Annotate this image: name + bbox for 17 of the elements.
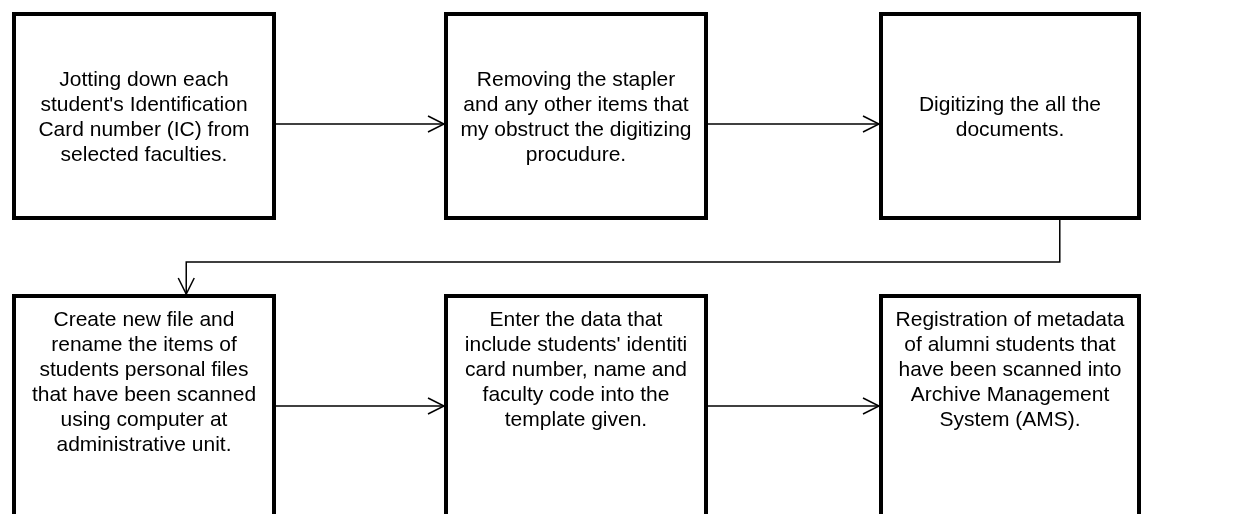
process-box [444,294,708,514]
arrow [177,219,1061,295]
process-box [444,12,708,220]
step-text: Registration of metadata of alumni students that have been scanned into Archive Management System (AMS). [895,306,1125,431]
arrow [275,397,445,415]
process-box [12,12,276,220]
arrow [707,397,880,415]
arrow [707,115,880,133]
process-box [879,12,1141,220]
step-text: Digitizing the all the documents. [917,91,1103,141]
step-text: Jotting down each student's Identification Card number (IC) from selected faculties. [37,66,251,166]
process-box [879,294,1141,514]
step-text: Create new file and rename the items of students personal files that have been scanned using computer at administrative unit. [30,306,258,456]
process-box [12,294,276,514]
step-text: Enter the data that include students' identiti card number, name and faculty code into the template given. [463,306,689,431]
step-text: Removing the stapler and any other items that my obstruct the digitizing procudure. [460,66,692,166]
arrow [275,115,445,133]
